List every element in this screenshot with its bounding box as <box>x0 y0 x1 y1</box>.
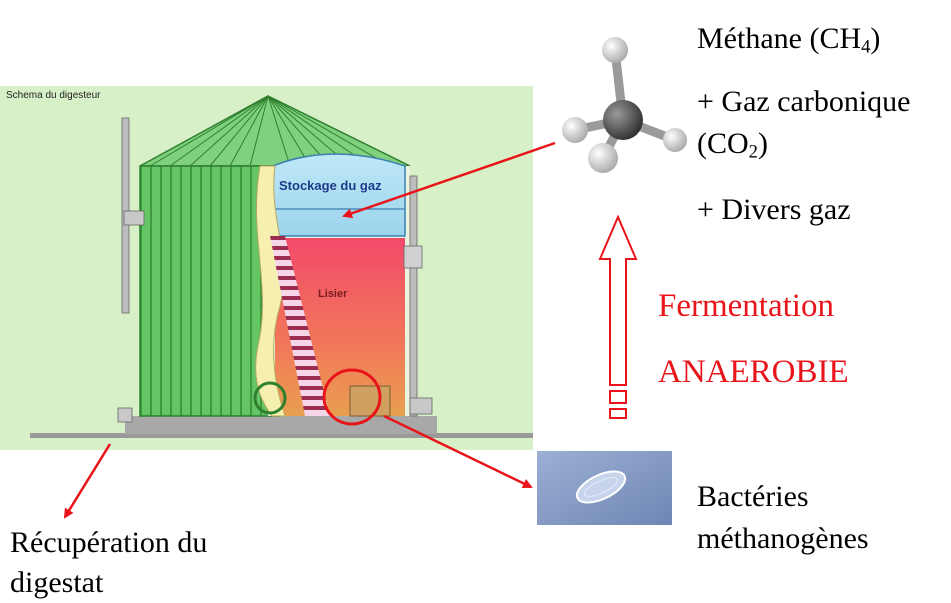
co2-formula: (CO2) <box>697 127 768 163</box>
digester-illustration <box>0 86 533 450</box>
other-gases-label: + Divers gaz <box>697 193 851 226</box>
digestate-label-line1: Récupération du <box>10 526 208 559</box>
bacteria-micrograph <box>537 451 672 525</box>
methane-label: Méthane (CH4) <box>697 22 881 58</box>
bacteria-label-line1: Bactéries <box>697 480 809 513</box>
bacteria-label-line2: méthanogènes <box>697 522 869 555</box>
co2-label: + Gaz carbonique <box>697 85 911 118</box>
slurry-label: Lisier <box>318 288 348 300</box>
digestate-label-line2: digestat <box>10 566 104 599</box>
anaerobie-label: ANAEROBIE <box>658 354 849 390</box>
schema-title: Schema du digesteur <box>6 90 101 101</box>
up-arrow-icon <box>598 215 638 419</box>
gas-storage-label: Stockage du gaz <box>279 178 382 193</box>
arrow-base-to-digestate <box>63 443 112 519</box>
methane-molecule-icon <box>562 37 687 173</box>
fermentation-label: Fermentation <box>658 288 834 324</box>
